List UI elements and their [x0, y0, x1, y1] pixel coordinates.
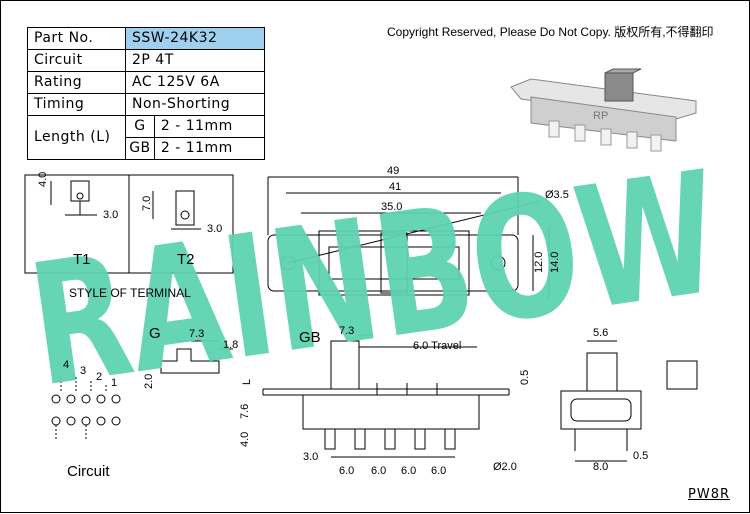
length-gb-label: GB [125, 137, 155, 160]
dim-0-5-front: 0.5 [519, 369, 531, 385]
side-width-top: 5.6 [593, 327, 609, 339]
t1-height-dim: 4.0 [37, 171, 49, 187]
dim-35: 35.0 [381, 201, 403, 213]
top-view [267, 176, 550, 299]
pin-4: 4 [63, 359, 70, 371]
side-width-bottom: 8.0 [593, 461, 609, 473]
length-label: Length (L) [27, 115, 126, 160]
dim-3-0: 3.0 [303, 451, 319, 463]
g-height-dim: 1.8 [223, 339, 239, 351]
model-code: PW8R [688, 487, 730, 502]
pin-2: 2 [96, 371, 103, 383]
circuit-caption: Circuit [67, 463, 110, 480]
t2-height-dim: 7.0 [141, 195, 153, 211]
pin-1: 1 [111, 377, 118, 389]
pitch-2: 6.0 [371, 465, 387, 477]
side-dim-0-5: 0.5 [633, 450, 649, 462]
actuator-g-detail [160, 340, 233, 374]
g-side-dim: 2.0 [143, 373, 155, 389]
spec-row-length-gb: GB 2 - 11mm [28, 137, 266, 160]
dim-4-0: 4.0 [239, 431, 251, 447]
dim-49: 49 [387, 165, 400, 177]
product-render: RP [510, 68, 697, 152]
copyright-notice: Copyright Reserved, Please Do Not Copy. … [387, 25, 714, 39]
part-no-value: SSW-24K32 [125, 27, 265, 50]
spec-table: Part No. SSW-24K32 Circuit 2P 4T Rating … [27, 27, 266, 160]
spec-row-rating: Rating AC 125V 6A [27, 71, 265, 94]
spec-row-length-g: Length (L) G 2 - 11mm [27, 115, 266, 160]
front-view [262, 334, 510, 458]
t1-label: T1 [73, 251, 91, 268]
travel-dim: 6.0 Travel [413, 340, 462, 352]
pitch-1: 6.0 [339, 465, 355, 477]
pin-3: 3 [80, 365, 87, 377]
rating-value: AC 125V 6A [125, 71, 265, 94]
dim-14: 14.0 [549, 251, 561, 273]
circuit-diagram [51, 373, 121, 441]
terminal-style-caption: STYLE OF TERMINAL [69, 286, 191, 300]
dim-7-6: 7.6 [239, 403, 251, 419]
g-label: G [149, 325, 161, 342]
g-width-dim: 7.3 [189, 328, 205, 340]
t2-width-dim: 3.0 [207, 223, 223, 235]
terminal-styles [24, 174, 234, 274]
t1-width-dim: 3.0 [103, 209, 119, 221]
hole-diameter: Ø3.5 [545, 189, 569, 201]
dim-41: 41 [389, 181, 402, 193]
side-view [560, 340, 698, 462]
pitch-3: 6.0 [401, 465, 417, 477]
pin-diameter: Ø2.0 [493, 461, 517, 473]
gb-width-dim: 7.3 [339, 325, 355, 337]
spec-row-part-no: Part No. SSW-24K32 [27, 27, 265, 50]
timing-value: Non-Shorting [125, 93, 265, 116]
render-mark: RP [593, 110, 608, 122]
t2-label: T2 [177, 251, 195, 268]
l-label: L [241, 378, 253, 385]
length-gb-value: 2 - 11mm [153, 137, 266, 160]
pitch-4: 6.0 [431, 465, 447, 477]
gb-label: GB [299, 329, 321, 346]
dim-12: 12.0 [533, 251, 545, 273]
